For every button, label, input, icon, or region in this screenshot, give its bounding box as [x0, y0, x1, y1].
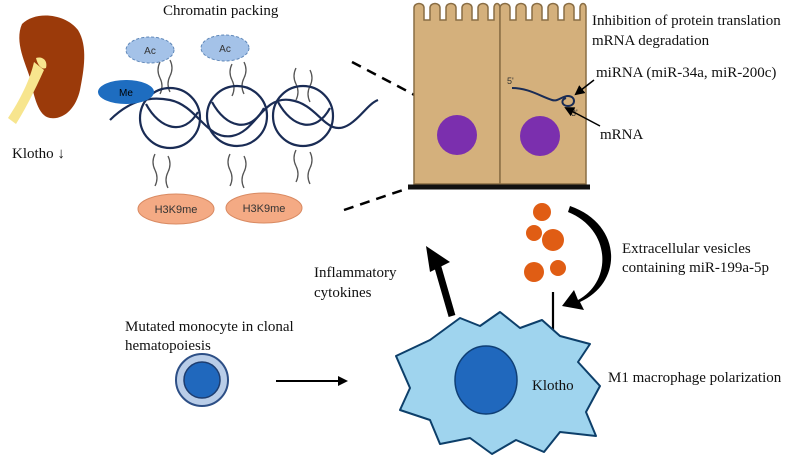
m1-macrophage: [395, 311, 601, 455]
h3k9me-mark: H3K9me: [137, 193, 215, 225]
mrna-label: mRNA: [600, 127, 644, 143]
nucleosome: [271, 84, 335, 148]
m1-polarization-label: M1 macrophage polarization: [608, 370, 782, 386]
monocyte-label-line1: Mutated monocyte in clonal: [125, 319, 294, 335]
ev-label-line1: Extracellular vesicles: [622, 241, 751, 257]
svg-text:H3K9me: H3K9me: [243, 203, 286, 215]
svg-text:5': 5': [507, 76, 514, 86]
kidney-icon: [8, 15, 85, 124]
inhibition-translation-label: Inhibition of protein translation: [592, 13, 781, 29]
nucleosome: [138, 86, 202, 150]
inflammatory-label-line1: Inflammatory: [314, 265, 397, 281]
mirna-pointer-arrow: [574, 79, 595, 96]
epithelial-cell: [413, 2, 501, 185]
vesicle: [524, 262, 544, 282]
methyl-mark: Me: [98, 80, 154, 104]
mirna-label: miRNA (miR-34a, miR-200c): [596, 65, 777, 81]
vesicle: [526, 225, 542, 241]
ev-release-arrow: [562, 206, 612, 310]
cytokine-arrow: [426, 246, 456, 317]
acetyl-mark: Ac: [125, 36, 175, 64]
mrna-degradation-label: mRNA degradation: [592, 33, 710, 49]
macrophage-nucleus: [454, 345, 518, 415]
monocyte-label-line2: hematopoiesis: [125, 338, 211, 354]
ev-label-line2: containing miR-199a-5p: [622, 260, 770, 276]
nucleosome: [205, 84, 269, 148]
chromatin-packing-label: Chromatin packing: [163, 3, 279, 19]
inflammatory-label-line2: cytokines: [314, 285, 372, 301]
vesicle: [533, 203, 551, 221]
vesicle: [550, 260, 566, 276]
svg-text:Ac: Ac: [144, 46, 156, 57]
cell-nucleus: [520, 116, 560, 156]
mrna-pointer-arrow: [564, 107, 601, 127]
cell-nucleus: [437, 115, 477, 155]
histone-tails: [152, 59, 313, 189]
svg-text:Me: Me: [119, 88, 133, 99]
svg-text:H3K9me: H3K9me: [155, 204, 198, 216]
epithelial-cell: [499, 2, 587, 185]
vesicle: [542, 229, 564, 251]
nucleosome-array: [109, 84, 379, 150]
klotho-down-label: Klotho ↓: [12, 146, 65, 162]
mutated-monocyte: [175, 353, 229, 407]
acetyl-mark: Ac: [200, 34, 250, 62]
h3k9me-mark: H3K9me: [225, 192, 303, 224]
extracellular-vesicles: [524, 203, 566, 282]
klotho-macrophage-label: Klotho: [532, 378, 574, 394]
svg-text:Ac: Ac: [219, 44, 231, 55]
